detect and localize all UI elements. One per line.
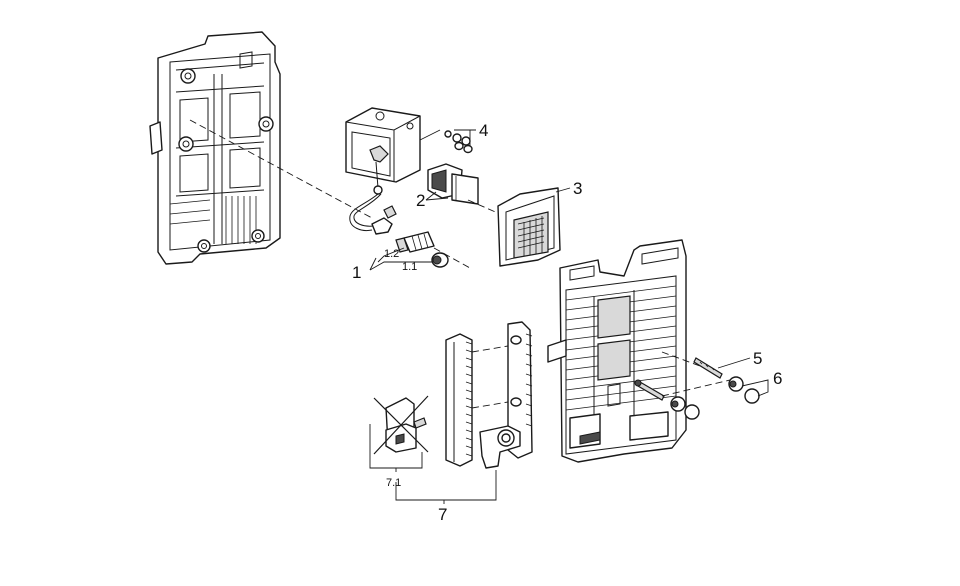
part-7-rail-assembly bbox=[445, 321, 533, 469]
part-5-screws bbox=[634, 357, 723, 401]
part-6-caps bbox=[670, 376, 760, 420]
leader-1 bbox=[369, 257, 377, 271]
mounting-frame-right bbox=[547, 239, 687, 463]
leader-1-1 bbox=[369, 261, 432, 271]
callout-4: 4 bbox=[479, 121, 488, 140]
leader-7 bbox=[395, 470, 497, 501]
leader-valve-to-4 bbox=[419, 129, 441, 141]
part-1-1-nut bbox=[431, 252, 449, 268]
callout-7: 7 bbox=[438, 505, 447, 524]
part-3-cover-plate bbox=[497, 187, 561, 267]
assembly-line-rail-upper bbox=[471, 345, 509, 353]
part-1-2-cartridge bbox=[395, 231, 435, 253]
valve-box-assembly bbox=[345, 107, 421, 235]
not-included-cross-icon bbox=[373, 395, 429, 455]
callout-5: 5 bbox=[753, 349, 762, 368]
assembly-line-frame-right-lower bbox=[661, 379, 731, 397]
assembly-line-frame-right-upper bbox=[661, 351, 701, 367]
assembly-line-rail-lower bbox=[471, 401, 509, 409]
mounting-frame-left bbox=[149, 31, 281, 265]
callout-1-2: 1.2 bbox=[384, 248, 399, 260]
assembly-line-module-to-cover bbox=[467, 199, 501, 215]
callout-1: 1 bbox=[352, 263, 361, 282]
leader-5 bbox=[717, 357, 751, 369]
leader-4 bbox=[454, 129, 476, 146]
assembly-line-valve-axis bbox=[433, 247, 471, 269]
leader-2b bbox=[425, 191, 437, 201]
leader-2 bbox=[425, 197, 449, 201]
callout-6: 6 bbox=[773, 369, 782, 388]
callout-1-1: 1.1 bbox=[402, 261, 417, 273]
callout-2: 2 bbox=[416, 191, 425, 210]
part-4-seals bbox=[444, 130, 473, 154]
assembly-line-frame-to-valve bbox=[189, 119, 373, 219]
leader-6 bbox=[741, 379, 769, 397]
part-2-sensor-module bbox=[427, 163, 479, 205]
leader-1-2 bbox=[377, 247, 405, 263]
leader-3 bbox=[555, 187, 571, 193]
part-7-1-bracket bbox=[373, 395, 429, 455]
callout-7-1: 7.1 bbox=[386, 477, 401, 489]
callout-3: 3 bbox=[573, 179, 582, 198]
